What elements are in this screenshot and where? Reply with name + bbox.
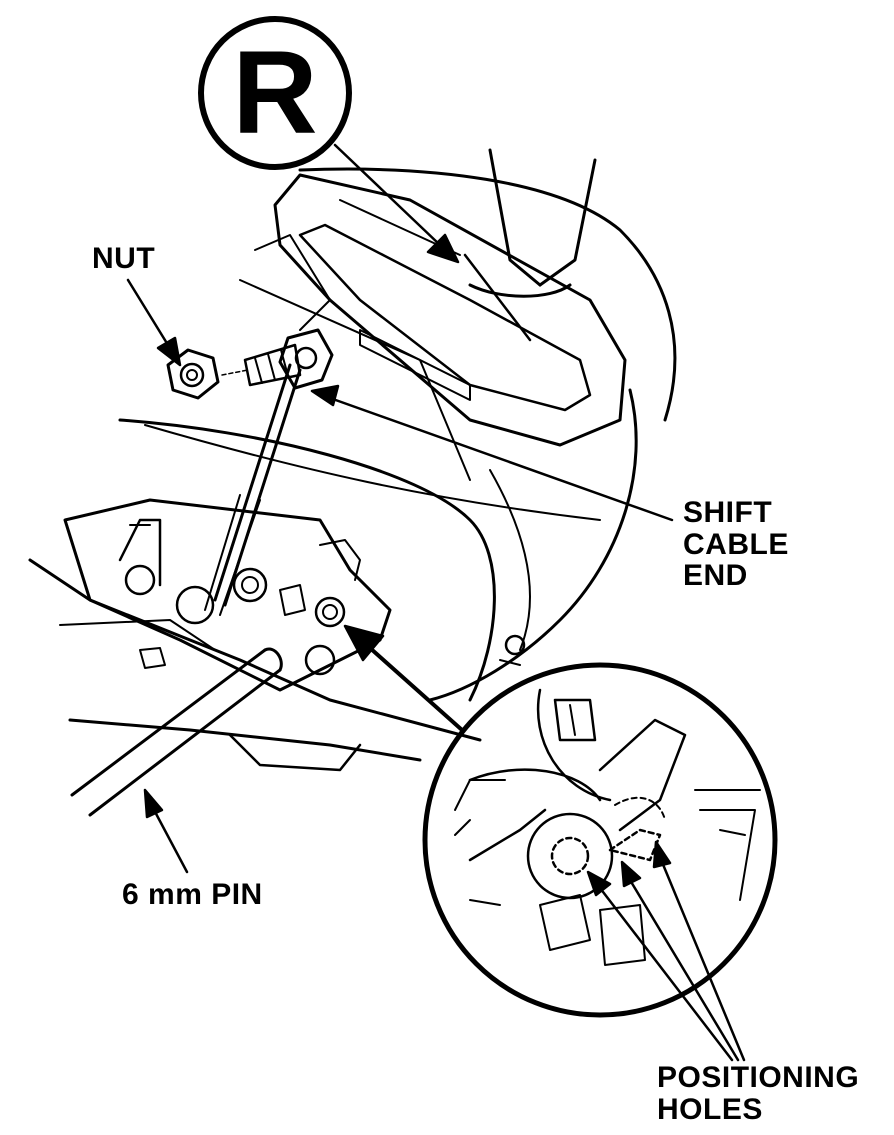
arrowhead-pin xyxy=(143,788,164,819)
label-shift-cable-end-line-3: END xyxy=(683,559,748,592)
label-nut: NUT xyxy=(92,242,156,275)
label-six-mm-pin: 6 mm PIN xyxy=(122,878,263,911)
label-shift-cable-end-line-1: SHIFT xyxy=(683,496,773,529)
label-positioning-holes-line-1: POSITIONING xyxy=(657,1061,860,1094)
callout-leaders xyxy=(126,143,746,1062)
arrowhead-hole-2 xyxy=(620,860,642,888)
label-shift-cable-end-line-2: CABLE xyxy=(683,527,789,561)
shift-gate-housing xyxy=(254,173,627,447)
arrowhead-r xyxy=(426,233,460,264)
label-shift-cable-end: SHIFT CABLE END xyxy=(683,497,789,592)
shift-cable xyxy=(204,363,302,616)
detail-magnifier xyxy=(422,662,778,1018)
arrowhead-nut xyxy=(156,336,182,367)
label-positioning-holes: POSITIONING HOLES xyxy=(657,1062,859,1125)
r-badge-circle xyxy=(198,16,352,170)
reverse-position-badge: R xyxy=(232,27,318,159)
arrowhead-hole-1 xyxy=(586,870,612,897)
side-bolt xyxy=(499,634,526,666)
six-mm-pin xyxy=(70,647,283,817)
arrowhead-cable-end xyxy=(310,384,340,407)
base-bracket xyxy=(28,498,482,772)
label-positioning-holes-line-2: HOLES xyxy=(657,1092,763,1126)
arrowhead-hole-3 xyxy=(652,840,672,869)
arrowhead-magnifier xyxy=(343,624,385,662)
nut xyxy=(166,348,249,400)
shift-lever xyxy=(463,148,597,342)
shift-cable-end xyxy=(243,328,334,390)
